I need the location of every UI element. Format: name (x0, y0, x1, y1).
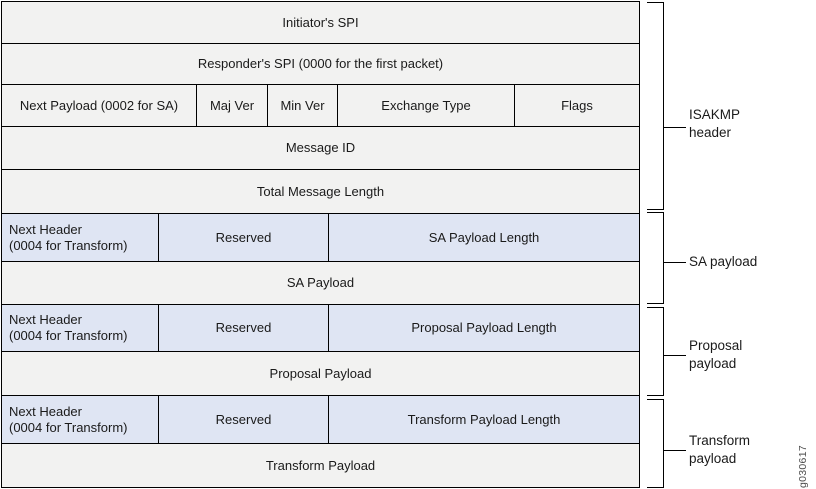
cell-proposal-next-header: Next Header (0004 for Transform) (9, 312, 128, 343)
row-sa-header: Next Header (0004 for Transform) Reserve… (2, 213, 639, 261)
transform-payload-tick (664, 450, 686, 451)
row-initiators-spi: Initiator's SPI (2, 2, 639, 43)
sa-payload-tick (664, 262, 686, 263)
row-message-id: Message ID (2, 126, 639, 169)
cell-min-ver: Min Ver (267, 85, 337, 126)
proposal-payload-tick (664, 355, 686, 356)
cell-flags: Flags (514, 85, 639, 126)
row-total-message-length: Total Message Length (2, 169, 639, 213)
row-sa-payload: SA Payload (2, 261, 639, 304)
proposal-payload-label: Proposal payload (689, 338, 743, 371)
cell-initiators-spi: Initiator's SPI (282, 14, 359, 30)
sa-payload-label: SA payload (689, 254, 758, 269)
isakmp-header-tick (664, 127, 686, 128)
cell-proposal-payload-length: Proposal Payload Length (328, 305, 639, 351)
figure-id: g030617 (797, 445, 809, 488)
transform-payload-label: Transform payload (689, 433, 751, 466)
row-responders-spi: Responder's SPI (0000 for the first pack… (2, 43, 639, 84)
cell-sa-payload-length: SA Payload Length (328, 214, 639, 261)
row-proposal-header: Next Header (0004 for Transform) Reserve… (2, 304, 639, 351)
row-proposal-payload: Proposal Payload (2, 351, 639, 395)
cell-responders-spi: Responder's SPI (0000 for the first pack… (197, 56, 444, 71)
cell-transform-next-header: Next Header (0004 for Transform) (9, 403, 128, 435)
cell-message-id: Message ID (285, 140, 356, 155)
row-header-fields: Next Payload (0002 for SA) Maj Ver Min V… (2, 84, 639, 126)
cell-next-payload: Next Payload (0002 for SA) (19, 97, 179, 113)
packet-structure-table: Initiator's SPI Responder's SPI (0000 fo… (1, 1, 640, 488)
cell-proposal-payload: Proposal Payload (269, 365, 372, 381)
cell-sa-payload: SA Payload (286, 275, 355, 290)
isakmp-header-label: ISAKMP header (689, 107, 741, 140)
cell-transform-payload-length: Transform Payload Length (328, 396, 639, 443)
sa-payload-bracket (647, 212, 664, 304)
row-transform-payload: Transform Payload (2, 443, 639, 487)
row-transform-header: Next Header (0004 for Transform) Reserve… (2, 395, 639, 443)
cell-sa-reserved: Reserved (158, 214, 328, 261)
cell-transform-payload: Transform Payload (265, 457, 376, 473)
cell-proposal-reserved: Reserved (158, 305, 328, 351)
proposal-payload-bracket (647, 307, 664, 396)
cell-total-message-length: Total Message Length (256, 183, 385, 199)
cell-transform-reserved: Reserved (158, 396, 328, 443)
cell-exchange-type: Exchange Type (337, 85, 514, 126)
cell-sa-next-header: Next Header (0004 for Transform) (9, 221, 128, 253)
isakmp-header-bracket (647, 2, 664, 210)
transform-payload-bracket (647, 399, 664, 488)
cell-maj-ver: Maj Ver (196, 85, 267, 126)
